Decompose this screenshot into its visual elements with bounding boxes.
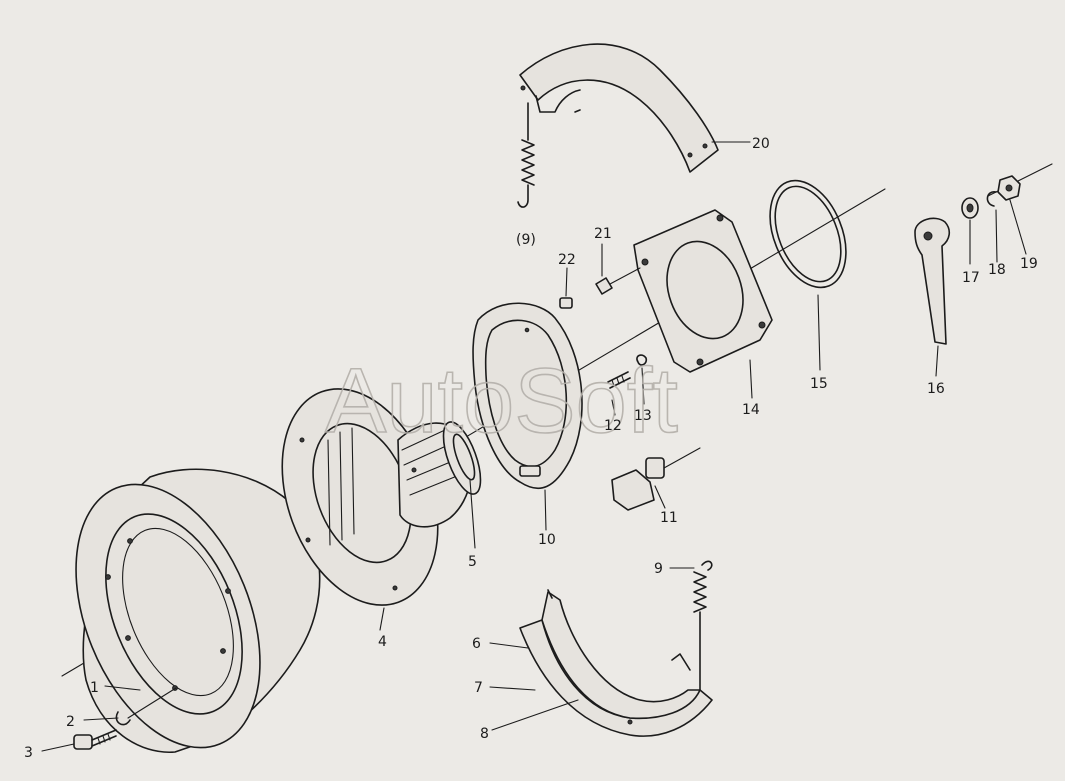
callout-16: 16 bbox=[927, 381, 945, 397]
spring-washer bbox=[636, 354, 648, 366]
callout-5: 5 bbox=[468, 554, 477, 570]
oil-seal bbox=[442, 421, 482, 495]
lever-clip bbox=[986, 191, 997, 207]
callout-13: 13 bbox=[634, 408, 652, 424]
backing-plate bbox=[472, 302, 583, 490]
brake-drum bbox=[75, 468, 321, 753]
upper-return-spring bbox=[517, 102, 535, 208]
callout-18: 18 bbox=[988, 262, 1006, 278]
callout-15: 15 bbox=[810, 376, 828, 392]
lower-return-spring bbox=[693, 560, 713, 691]
leader-lines bbox=[41, 141, 1027, 752]
callout-21: 21 bbox=[594, 226, 612, 242]
cam-bracket bbox=[633, 209, 773, 373]
callout-10: 10 bbox=[538, 532, 556, 548]
callout-22: 22 bbox=[558, 252, 576, 268]
drum-clip bbox=[115, 711, 131, 726]
lever-washer bbox=[961, 197, 979, 219]
callout-2: 2 bbox=[66, 714, 75, 730]
callout-11: 11 bbox=[660, 510, 678, 526]
callout-12: 12 bbox=[604, 418, 622, 434]
callout-9-upper: (9) bbox=[516, 232, 536, 248]
callout-1: 1 bbox=[90, 680, 99, 696]
callout-8: 8 bbox=[480, 726, 489, 742]
callout-6: 6 bbox=[472, 636, 481, 652]
callout-3: 3 bbox=[24, 745, 33, 761]
upper-brake-shoe bbox=[519, 43, 719, 173]
brake-lever bbox=[914, 217, 951, 345]
brake-cam-assembly bbox=[611, 447, 701, 511]
grease-nipple bbox=[595, 267, 641, 295]
sealing-ring bbox=[769, 179, 847, 289]
lower-brake-shoe bbox=[519, 589, 713, 737]
drum-hub bbox=[281, 388, 473, 606]
callout-14: 14 bbox=[742, 402, 760, 418]
watermark-text: AutoSoft bbox=[325, 350, 678, 452]
callout-labels: 1 2 3 4 5 6 7 8 9 (9) 10 11 12 13 14 15 … bbox=[24, 136, 1038, 761]
drum-bolt bbox=[73, 729, 117, 750]
callout-20: 20 bbox=[752, 136, 770, 152]
callout-7: 7 bbox=[474, 680, 483, 696]
grease-fitting bbox=[559, 297, 573, 309]
adjusting-screw bbox=[607, 371, 631, 389]
lever-nut bbox=[997, 175, 1021, 201]
callout-4: 4 bbox=[378, 634, 387, 650]
callout-17: 17 bbox=[962, 270, 980, 286]
callout-9: 9 bbox=[654, 561, 663, 577]
callout-19: 19 bbox=[1020, 256, 1038, 272]
